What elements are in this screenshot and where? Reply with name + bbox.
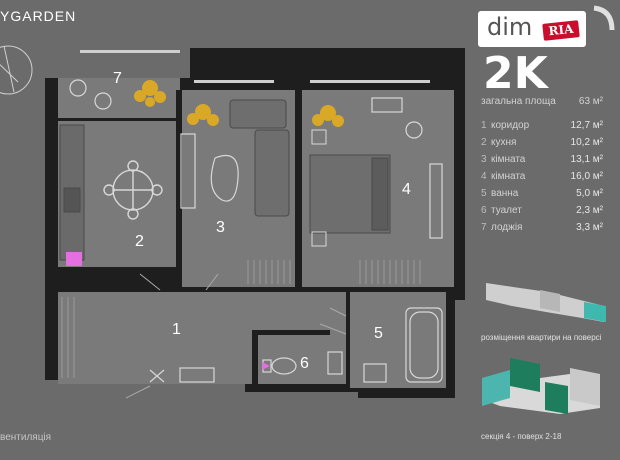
room-area: 2,3 м² — [576, 205, 603, 216]
room-row: 1 коридор 12,7 м² — [481, 120, 603, 131]
floor-location-caption: розміщення квартири на поверсі — [481, 333, 602, 342]
dining-table — [103, 160, 163, 220]
room-number: 3 — [481, 154, 487, 165]
compass-icon — [0, 45, 33, 95]
floor-location-diagram — [486, 283, 606, 322]
loggia-furniture — [69, 79, 112, 110]
room-name: кімната — [491, 154, 526, 165]
door-swings — [125, 273, 347, 399]
room-row: 3 кімната 13,1 м² — [481, 154, 603, 165]
total-area-label: загальна площа — [481, 96, 556, 107]
section-caption: секція 4 - поверх 2-18 — [481, 432, 562, 441]
coffee-table — [210, 154, 239, 202]
bathtub — [363, 307, 443, 383]
room-number: 7 — [481, 222, 487, 233]
room-number: 4 — [481, 171, 487, 182]
room-name: туалет — [491, 205, 522, 216]
room-number: 5 — [481, 188, 487, 199]
total-area-row: загальна площа 63 м² — [481, 96, 603, 107]
arc-decoration — [593, 5, 615, 31]
room-area: 10,2 м² — [570, 137, 603, 148]
kitchen-counter — [59, 124, 85, 261]
sofa — [229, 99, 290, 217]
interior-walls — [58, 90, 350, 392]
bed — [309, 154, 391, 234]
room-number: 2 — [481, 137, 487, 148]
room-label-7: 7 — [113, 70, 122, 87]
room-area: 3,3 м² — [576, 222, 603, 233]
room-row: 4 кімната 16,0 м² — [481, 171, 603, 182]
radiator-stripes — [61, 260, 421, 378]
room-row: 7 лоджія 3,3 м² — [481, 222, 603, 233]
room-label-4: 4 — [402, 181, 411, 198]
room-area: 13,1 м² — [570, 154, 603, 165]
toilet-floor — [258, 336, 346, 384]
room-number: 6 — [481, 205, 487, 216]
room-area: 16,0 м² — [570, 171, 603, 182]
room-area: 5,0 м² — [576, 188, 603, 199]
windows — [80, 50, 430, 83]
room-label-6: 6 — [300, 355, 309, 372]
room-row: 2 кухня 10,2 м² — [481, 137, 603, 148]
plant-icon — [134, 80, 344, 127]
room-label-5: 5 — [374, 325, 383, 342]
room-label-2: 2 — [135, 233, 144, 250]
room-row: 5 ванна 5,0 м² — [481, 188, 603, 199]
nightstands — [311, 129, 327, 247]
total-area-value: 63 м² — [578, 96, 603, 107]
room-row: 6 туалет 2,3 м² — [481, 205, 603, 216]
room-name: лоджія — [491, 222, 523, 233]
hallway-furniture — [149, 367, 215, 383]
room-name: коридор — [491, 120, 530, 131]
logo-text: dim — [487, 13, 533, 41]
room-name: кімната — [491, 171, 526, 182]
room-area: 12,7 м² — [570, 120, 603, 131]
ventilation-label: вентиляція — [0, 432, 52, 443]
wardrobe — [371, 97, 443, 239]
apartment-type: 2K — [483, 48, 548, 99]
section-3d-diagram — [482, 358, 600, 414]
ventilation-marker-icon — [66, 252, 270, 370]
tv-stand — [180, 133, 196, 209]
brand-name: YGARDEN — [0, 8, 77, 24]
room-name: кухня — [491, 137, 517, 148]
room-number: 1 — [481, 120, 487, 131]
room-name: ванна — [491, 188, 519, 199]
room-label-3: 3 — [216, 219, 225, 236]
room-label-1: 1 — [172, 321, 181, 338]
